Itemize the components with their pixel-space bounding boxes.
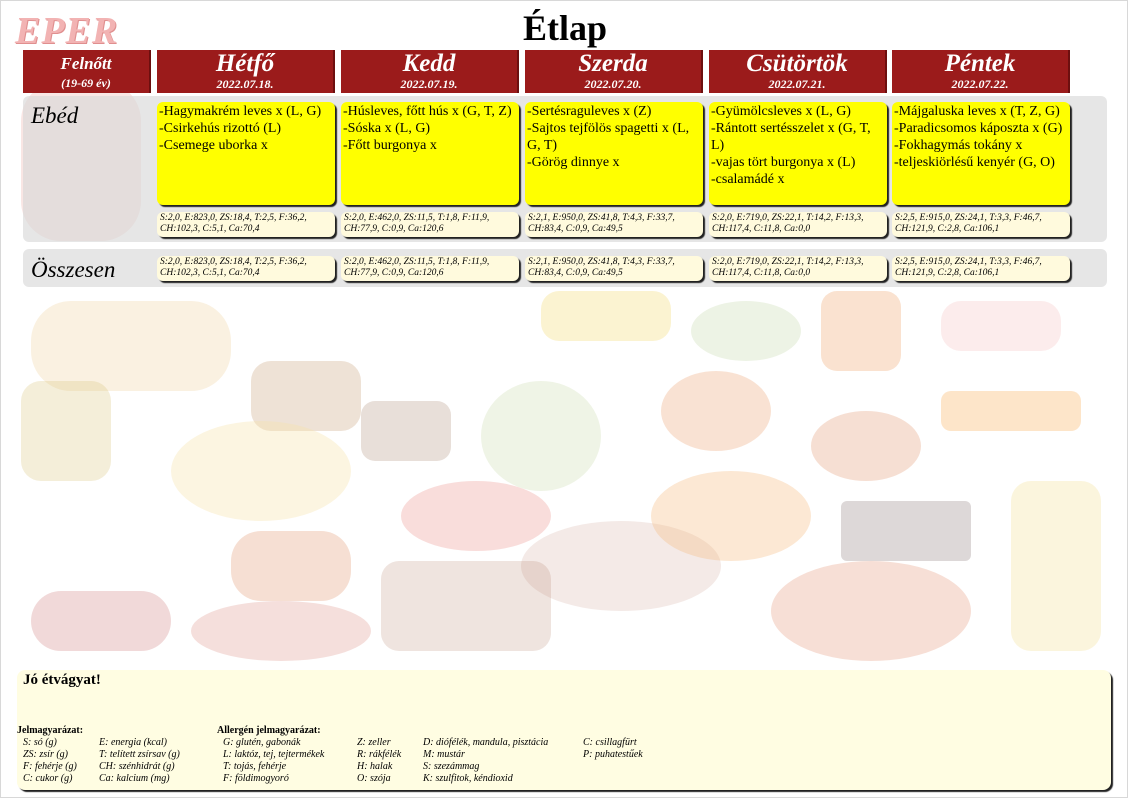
allergen-column-4: C: csillagfürt P: puhatestűek — [583, 737, 643, 761]
legend-entry: S: só (g) — [23, 737, 57, 748]
menu-item: -Májgaluska leves x (T, Z, G) — [894, 104, 1060, 119]
day-header-friday: Péntek 2022.07.22. — [892, 50, 1070, 93]
group-label: Felnőtt — [60, 54, 112, 73]
allergen-entry: R: rákfélék — [357, 749, 402, 760]
footer-legend: Jó étvágyat! Jelmagyarázat: S: só (g) ZS… — [17, 670, 1111, 790]
menu-item: -Rántott sertésszelet x (G, T, L) — [711, 121, 871, 153]
menu-item: -vajas tört burgonya x (L) — [711, 155, 856, 170]
legend-column-1: S: só (g) ZS: zsír (g) F: fehérje (g) C:… — [23, 737, 77, 785]
page-title: Étlap — [522, 8, 608, 48]
legend-entry: T: telített zsírsav (g) — [99, 749, 180, 760]
lunch-nutrition-tuesday: S:2,0, E:462,0, ZS:11,5, T:1,8, F:11,9, … — [341, 212, 519, 237]
total-nutrition-friday: S:2,5, E:915,0, ZS:24,1, T:3,3, F:46,7, … — [892, 256, 1070, 281]
day-header-thursday: Csütörtök 2022.07.21. — [709, 50, 887, 93]
lunch-menu-thursday: -Gyümölcsleves x (L, G) -Rántott sertéss… — [709, 102, 887, 205]
allergen-entry: Z: zeller — [357, 737, 391, 748]
day-name: Péntek — [944, 50, 1016, 77]
allergen-entry: C: csillagfürt — [583, 737, 637, 748]
allergen-entry: M: mustár — [423, 749, 465, 760]
legend-entry: F: fehérje (g) — [23, 761, 77, 772]
allergen-entry: T: tojás, fehérje — [223, 761, 287, 772]
lunch-nutrition-thursday: S:2,0, E:719,0, ZS:22,1, T:14,2, F:13,3,… — [709, 212, 887, 237]
menu-item: -Csemege uborka x — [159, 138, 268, 153]
menu-item: -Hagymakrém leves x (L, G) — [159, 104, 322, 119]
legend-entry: ZS: zsír (g) — [23, 749, 69, 760]
total-nutrition-tuesday: S:2,0, E:462,0, ZS:11,5, T:1,8, F:11,9, … — [341, 256, 519, 281]
allergen-column-3: D: diófélék, mandula, pisztácia M: mustá… — [423, 737, 548, 785]
day-header-monday: Hétfő 2022.07.18. — [157, 50, 335, 93]
day-name: Csütörtök — [746, 50, 848, 77]
total-nutrition-thursday: S:2,0, E:719,0, ZS:22,1, T:14,2, F:13,3,… — [709, 256, 887, 281]
allergen-entry: H: halak — [357, 761, 393, 772]
day-name: Kedd — [402, 50, 456, 77]
allergen-entry: F: földimogyoró — [223, 773, 289, 784]
allergen-legend-title: Allergén jelmagyarázat: — [217, 725, 321, 736]
total-nutrition-wednesday: S:2,1, E:950,0, ZS:41,8, T:4,3, F:33,7, … — [525, 256, 703, 281]
group-age: (19-69 év) — [61, 76, 111, 90]
menu-item: -Főtt burgonya x — [343, 138, 437, 153]
allergen-entry: O: szója — [357, 773, 391, 784]
greeting: Jó étvágyat! — [23, 672, 101, 688]
allergen-entry: L: laktóz, tej, tejtermékek — [223, 749, 325, 760]
group-header: Felnőtt (19-69 év) — [23, 50, 151, 93]
allergen-entry: P: puhatestűek — [583, 749, 643, 760]
menu-item: -teljeskiörlésű kenyér (G, O) — [894, 155, 1055, 170]
day-date: 2022.07.19. — [400, 77, 458, 91]
menu-item: -Sóska x (L, G) — [343, 121, 431, 136]
legend-entry: Ca: kalcium (mg) — [99, 773, 170, 784]
day-header-tuesday: Kedd 2022.07.19. — [341, 50, 519, 93]
allergen-column-1: G: glutén, gabonák L: laktóz, tej, tejte… — [223, 737, 324, 785]
legend-entry: CH: szénhidrát (g) — [99, 761, 175, 772]
lunch-row-label: Ebéd — [31, 103, 79, 128]
allergen-entry: K: szulfitok, kéndioxid — [423, 773, 513, 784]
allergen-entry: S: szezámmag — [423, 761, 480, 772]
menu-item: -Gyümölcsleves x (L, G) — [711, 104, 851, 119]
day-name: Hétfő — [215, 50, 275, 77]
day-name: Szerda — [578, 50, 648, 77]
menu-item: -Görög dinnye x — [527, 155, 620, 170]
lunch-menu-friday: -Májgaluska leves x (T, Z, G) -Paradicso… — [892, 102, 1070, 205]
lunch-menu-tuesday: -Húsleves, főtt hús x (G, T, Z) -Sóska x… — [341, 102, 519, 205]
total-nutrition-monday: S:2,0, E:823,0, ZS:18,4, T:2,5, F:36,2, … — [157, 256, 335, 281]
day-date: 2022.07.18. — [216, 77, 274, 91]
day-date: 2022.07.21. — [768, 77, 826, 91]
legend-column-2: E: energia (kcal) T: telített zsírsav (g… — [99, 737, 180, 785]
legend-title: Jelmagyarázat: — [17, 725, 84, 736]
lunch-nutrition-wednesday: S:2,1, E:950,0, ZS:41,8, T:4,3, F:33,7, … — [525, 212, 703, 237]
day-date: 2022.07.22. — [951, 77, 1009, 91]
allergen-entry: G: glutén, gabonák — [223, 737, 301, 748]
menu-item: -csalamádé x — [711, 172, 785, 187]
menu-item: -Sajtos tejfölös spagetti x (L, G, T) — [527, 121, 690, 153]
lunch-menu-wednesday: -Sertésraguleves x (Z) -Sajtos tejfölös … — [525, 102, 703, 205]
legend-entry: E: energia (kcal) — [99, 737, 167, 748]
lunch-nutrition-monday: S:2,0, E:823,0, ZS:18,4, T:2,5, F:36,2, … — [157, 212, 335, 237]
lunch-menu-monday: -Hagymakrém leves x (L, G) -Csirkehús ri… — [157, 102, 335, 205]
lunch-nutrition-friday: S:2,5, E:915,0, ZS:24,1, T:3,3, F:46,7, … — [892, 212, 1070, 237]
day-header-wednesday: Szerda 2022.07.20. — [525, 50, 703, 93]
day-date: 2022.07.20. — [584, 77, 642, 91]
allergen-entry: D: diófélék, mandula, pisztácia — [423, 737, 549, 748]
menu-item: -Csirkehús rizottó (L) — [159, 121, 282, 136]
menu-item: -Paradicsomos káposzta x (G) — [894, 121, 1063, 136]
menu-item: -Húsleves, főtt hús x (G, T, Z) — [343, 104, 512, 119]
total-row-label: Összesen — [31, 257, 116, 282]
menu-item: -Sertésraguleves x (Z) — [527, 104, 652, 119]
menu-item: -Fokhagymás tokány x — [894, 138, 1023, 153]
eper-logo: EPER — [15, 10, 119, 52]
legend-entry: C: cukor (g) — [23, 773, 73, 784]
allergen-column-2: Z: zeller R: rákfélék H: halak O: szója — [357, 737, 401, 785]
